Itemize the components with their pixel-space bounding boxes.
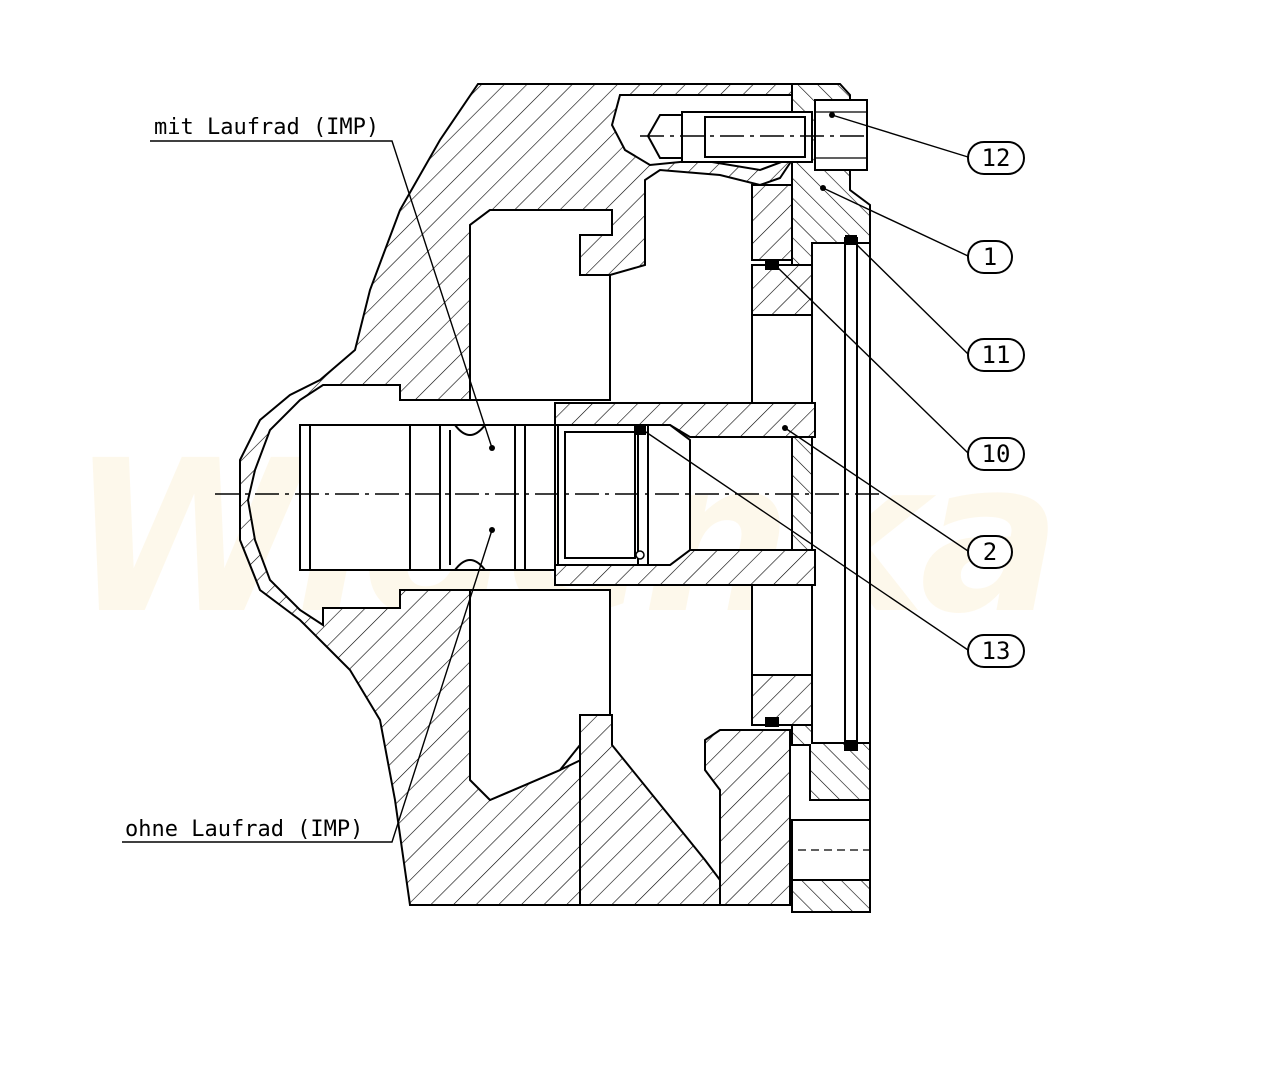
svg-text:12: 12 bbox=[982, 144, 1011, 172]
label-without-impeller: ohne Laufrad (IMP) bbox=[125, 817, 363, 842]
callout-13: 13 bbox=[967, 634, 1025, 668]
svg-text:2: 2 bbox=[983, 538, 997, 566]
sleeve bbox=[554, 402, 816, 586]
callout-11: 11 bbox=[967, 338, 1025, 372]
label-with-impeller: mit Laufrad (IMP) bbox=[154, 115, 379, 140]
shaft bbox=[299, 424, 556, 571]
leaders bbox=[122, 112, 969, 843]
callout-1: 1 bbox=[967, 240, 1013, 274]
pump-housing bbox=[239, 83, 793, 906]
callout-2: 2 bbox=[967, 535, 1013, 569]
bolt bbox=[640, 99, 870, 171]
callout-10: 10 bbox=[967, 437, 1025, 471]
svg-text:10: 10 bbox=[982, 440, 1011, 468]
svg-text:1: 1 bbox=[983, 243, 997, 271]
o-ring-bottom bbox=[845, 740, 857, 750]
callout-12: 12 bbox=[967, 141, 1025, 175]
svg-text:13: 13 bbox=[982, 637, 1011, 665]
cover-plate bbox=[791, 83, 871, 913]
svg-text:11: 11 bbox=[982, 341, 1011, 369]
